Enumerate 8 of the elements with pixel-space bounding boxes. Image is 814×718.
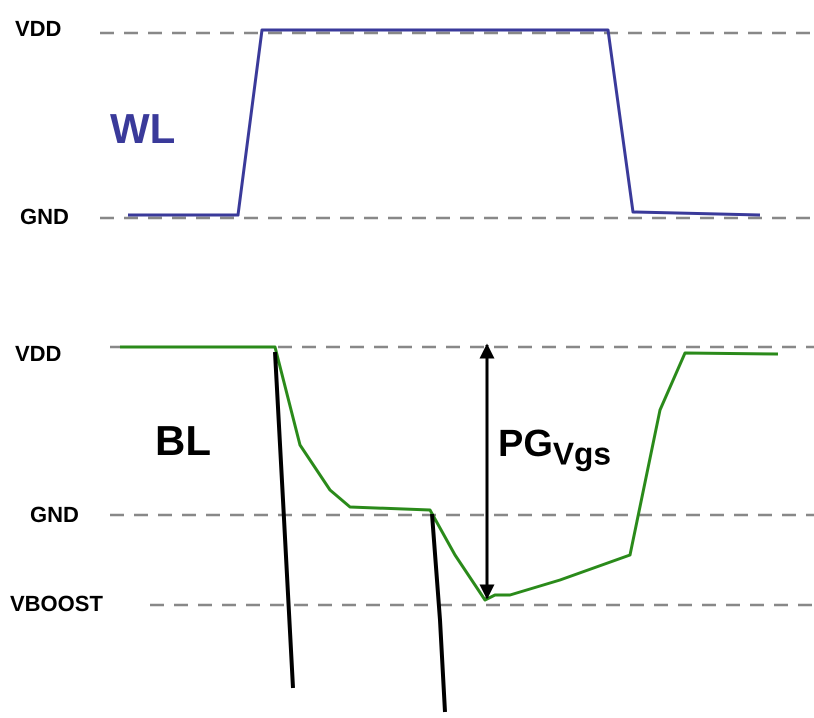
voltage-label: PG$_{Vgs}$ <box>498 425 611 470</box>
signal-label: BL <box>155 420 211 462</box>
level-label: VDD <box>15 18 62 40</box>
signal-label: WL <box>110 108 176 150</box>
level-label: GND <box>20 206 69 228</box>
level-label: GND <box>30 504 79 526</box>
level-label: VDD <box>15 343 62 365</box>
level-label: VBOOST <box>10 593 103 615</box>
